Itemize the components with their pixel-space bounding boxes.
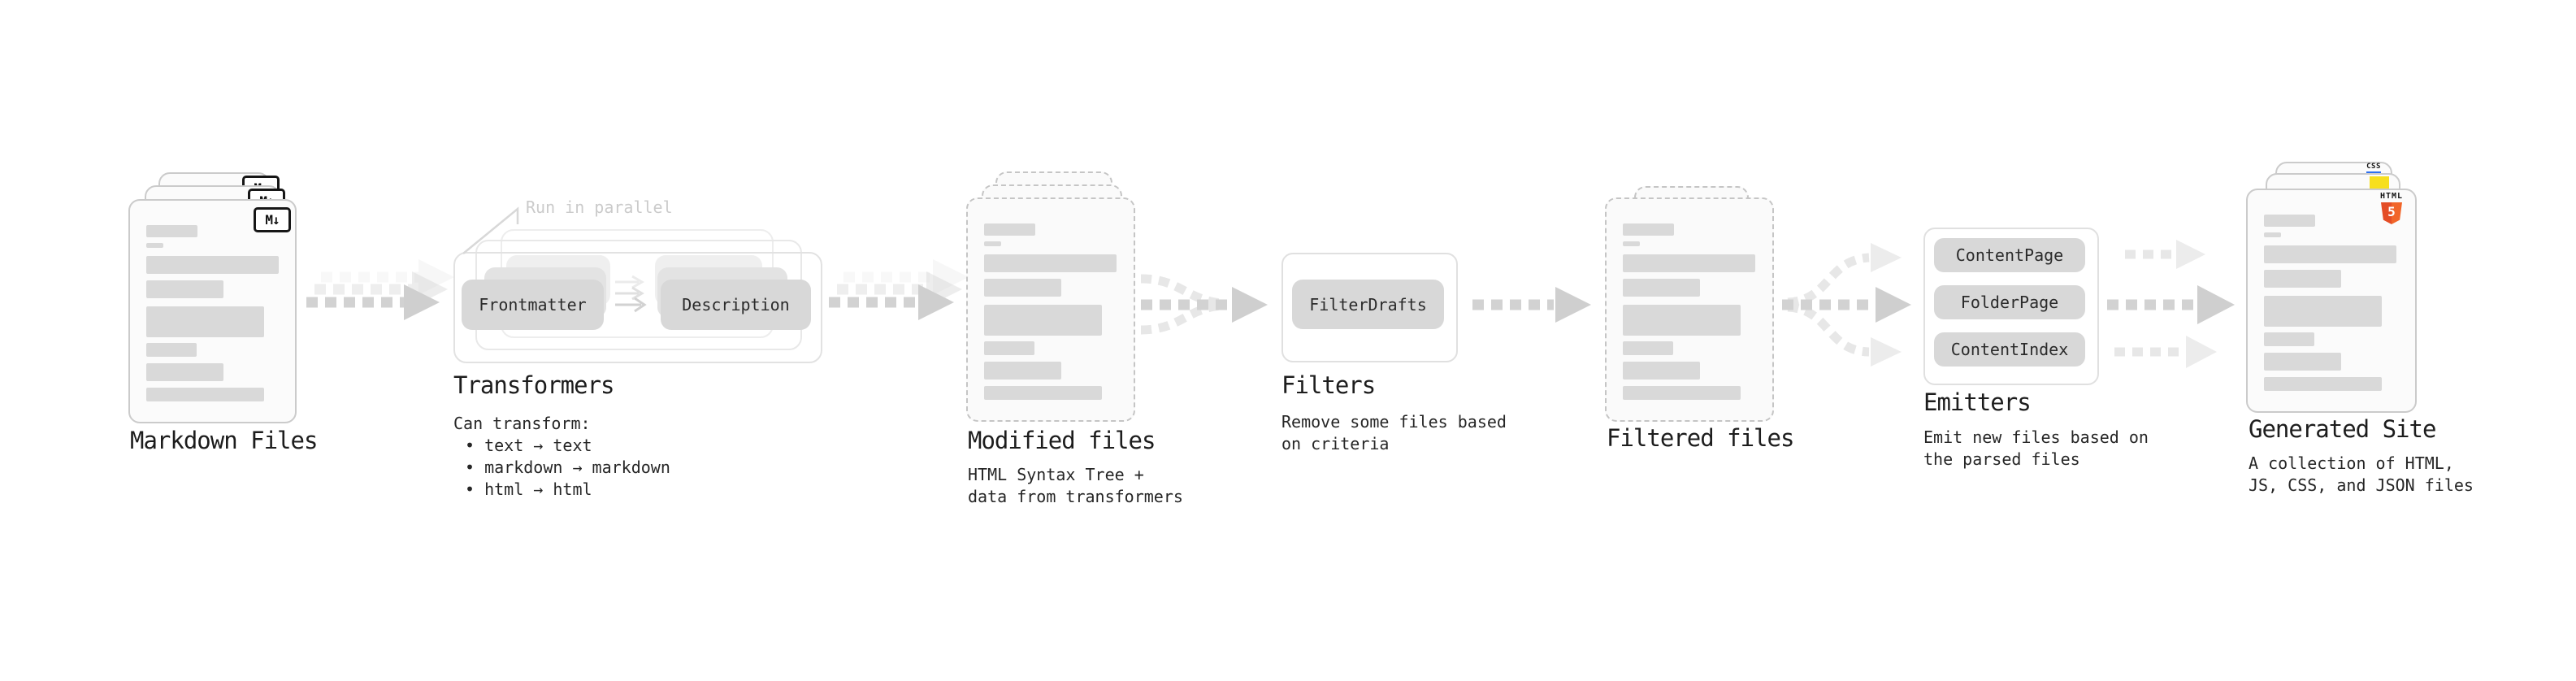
filters-description: Remove some files based on criteria xyxy=(1281,411,1507,455)
arrow-filters-to-filtered xyxy=(1472,287,1591,323)
emitters-label: Emitters xyxy=(1923,388,2032,416)
bullet-markdown-to-markdown: • markdown → markdown xyxy=(465,458,670,477)
bullet-text-to-text: • text → text xyxy=(465,436,592,455)
run-in-parallel-note: Run in parallel xyxy=(526,197,673,217)
description-line: Remove some files based xyxy=(1281,412,1507,432)
modified-file-front xyxy=(966,197,1135,422)
bullet-html-to-html: • html → html xyxy=(465,479,592,499)
placeholder-bar xyxy=(146,280,223,298)
placeholder-bar xyxy=(984,305,1102,336)
arrow-markdown-to-transformers xyxy=(306,259,454,320)
description-line: Emit new files based on xyxy=(1923,427,2149,447)
description-line: HTML Syntax Tree + xyxy=(968,465,1144,484)
placeholder-bar xyxy=(1623,362,1700,380)
placeholder-bar xyxy=(984,279,1061,297)
placeholder-bar xyxy=(984,241,1001,246)
filtered-files-label: Filtered files xyxy=(1607,424,1794,452)
arrow-filtered-to-emitters xyxy=(1782,243,1911,367)
arrow-transformers-to-modified xyxy=(829,259,969,320)
placeholder-bar xyxy=(2264,215,2315,227)
transformers-description: Can transform: • text → text • markdown … xyxy=(453,413,670,501)
placeholder-bar xyxy=(1623,241,1640,246)
emitters-description: Emit new files based on the parsed files xyxy=(1923,427,2149,471)
markdown-files-label: Markdown Files xyxy=(130,427,318,454)
html5-icon-word: HTML xyxy=(2379,192,2404,201)
modified-files-label: Modified files xyxy=(968,427,1156,454)
site-file-html xyxy=(2246,189,2417,413)
placeholder-bar xyxy=(146,363,223,381)
placeholder-bar xyxy=(2264,296,2382,327)
frontmatter-pill: Frontmatter xyxy=(462,280,604,330)
placeholder-bar xyxy=(984,362,1061,380)
generated-site-description: A collection of HTML, JS, CSS, and JSON … xyxy=(2249,453,2474,497)
html5-icon-shield: 5 xyxy=(2381,202,2402,224)
placeholder-bar xyxy=(146,225,197,237)
js-icon xyxy=(2370,176,2389,191)
description-line: the parsed files xyxy=(1923,449,2080,469)
placeholder-bar xyxy=(984,254,1117,272)
markdown-icon: M↓ xyxy=(254,207,291,232)
placeholder-bar xyxy=(2264,270,2341,288)
css-icon-text: CSS xyxy=(2366,163,2381,171)
contentindex-pill: ContentIndex xyxy=(1934,332,2085,367)
placeholder-bar xyxy=(984,223,1035,236)
description-line: A collection of HTML, xyxy=(2249,453,2454,473)
can-transform-line: Can transform: xyxy=(453,414,591,433)
placeholder-bar xyxy=(1623,279,1700,297)
modified-files-description: HTML Syntax Tree + data from transformer… xyxy=(968,464,1183,508)
generated-site-label: Generated Site xyxy=(2249,415,2436,443)
description-line: JS, CSS, and JSON files xyxy=(2249,475,2474,495)
placeholder-bar xyxy=(1623,254,1755,272)
filters-label: Filters xyxy=(1281,371,1376,399)
contentpage-pill: ContentPage xyxy=(1934,238,2085,272)
placeholder-bar xyxy=(1623,341,1673,355)
description-line: on criteria xyxy=(1281,434,1390,453)
placeholder-bar xyxy=(2264,232,2281,237)
placeholder-bar xyxy=(146,388,264,401)
filtered-file-front xyxy=(1605,197,1774,422)
markdown-file-front xyxy=(128,199,297,423)
filterdrafts-pill: FilterDrafts xyxy=(1292,280,1444,329)
arrow-emitters-to-site xyxy=(2107,240,2235,368)
placeholder-bar xyxy=(146,256,279,274)
placeholder-bar xyxy=(2264,245,2396,263)
transformers-label: Transformers xyxy=(453,371,615,399)
placeholder-bar xyxy=(146,343,197,357)
placeholder-bar xyxy=(146,243,163,248)
transformer-container-front xyxy=(453,252,822,363)
placeholder-bar xyxy=(984,386,1102,400)
placeholder-bar xyxy=(2264,353,2341,371)
placeholder-bar xyxy=(1623,305,1741,336)
placeholder-bar xyxy=(146,306,264,337)
placeholder-bar xyxy=(2264,332,2314,346)
folderpage-pill: FolderPage xyxy=(1934,285,2085,319)
html5-icon: HTML 5 xyxy=(2378,193,2405,225)
description-line: data from transformers xyxy=(968,487,1183,506)
placeholder-bar xyxy=(984,341,1034,355)
arrow-modified-to-filters xyxy=(1140,274,1268,335)
placeholder-bar xyxy=(1623,386,1741,400)
description-pill: Description xyxy=(661,280,811,330)
placeholder-bar xyxy=(1623,223,1674,236)
placeholder-bar xyxy=(2264,377,2382,391)
